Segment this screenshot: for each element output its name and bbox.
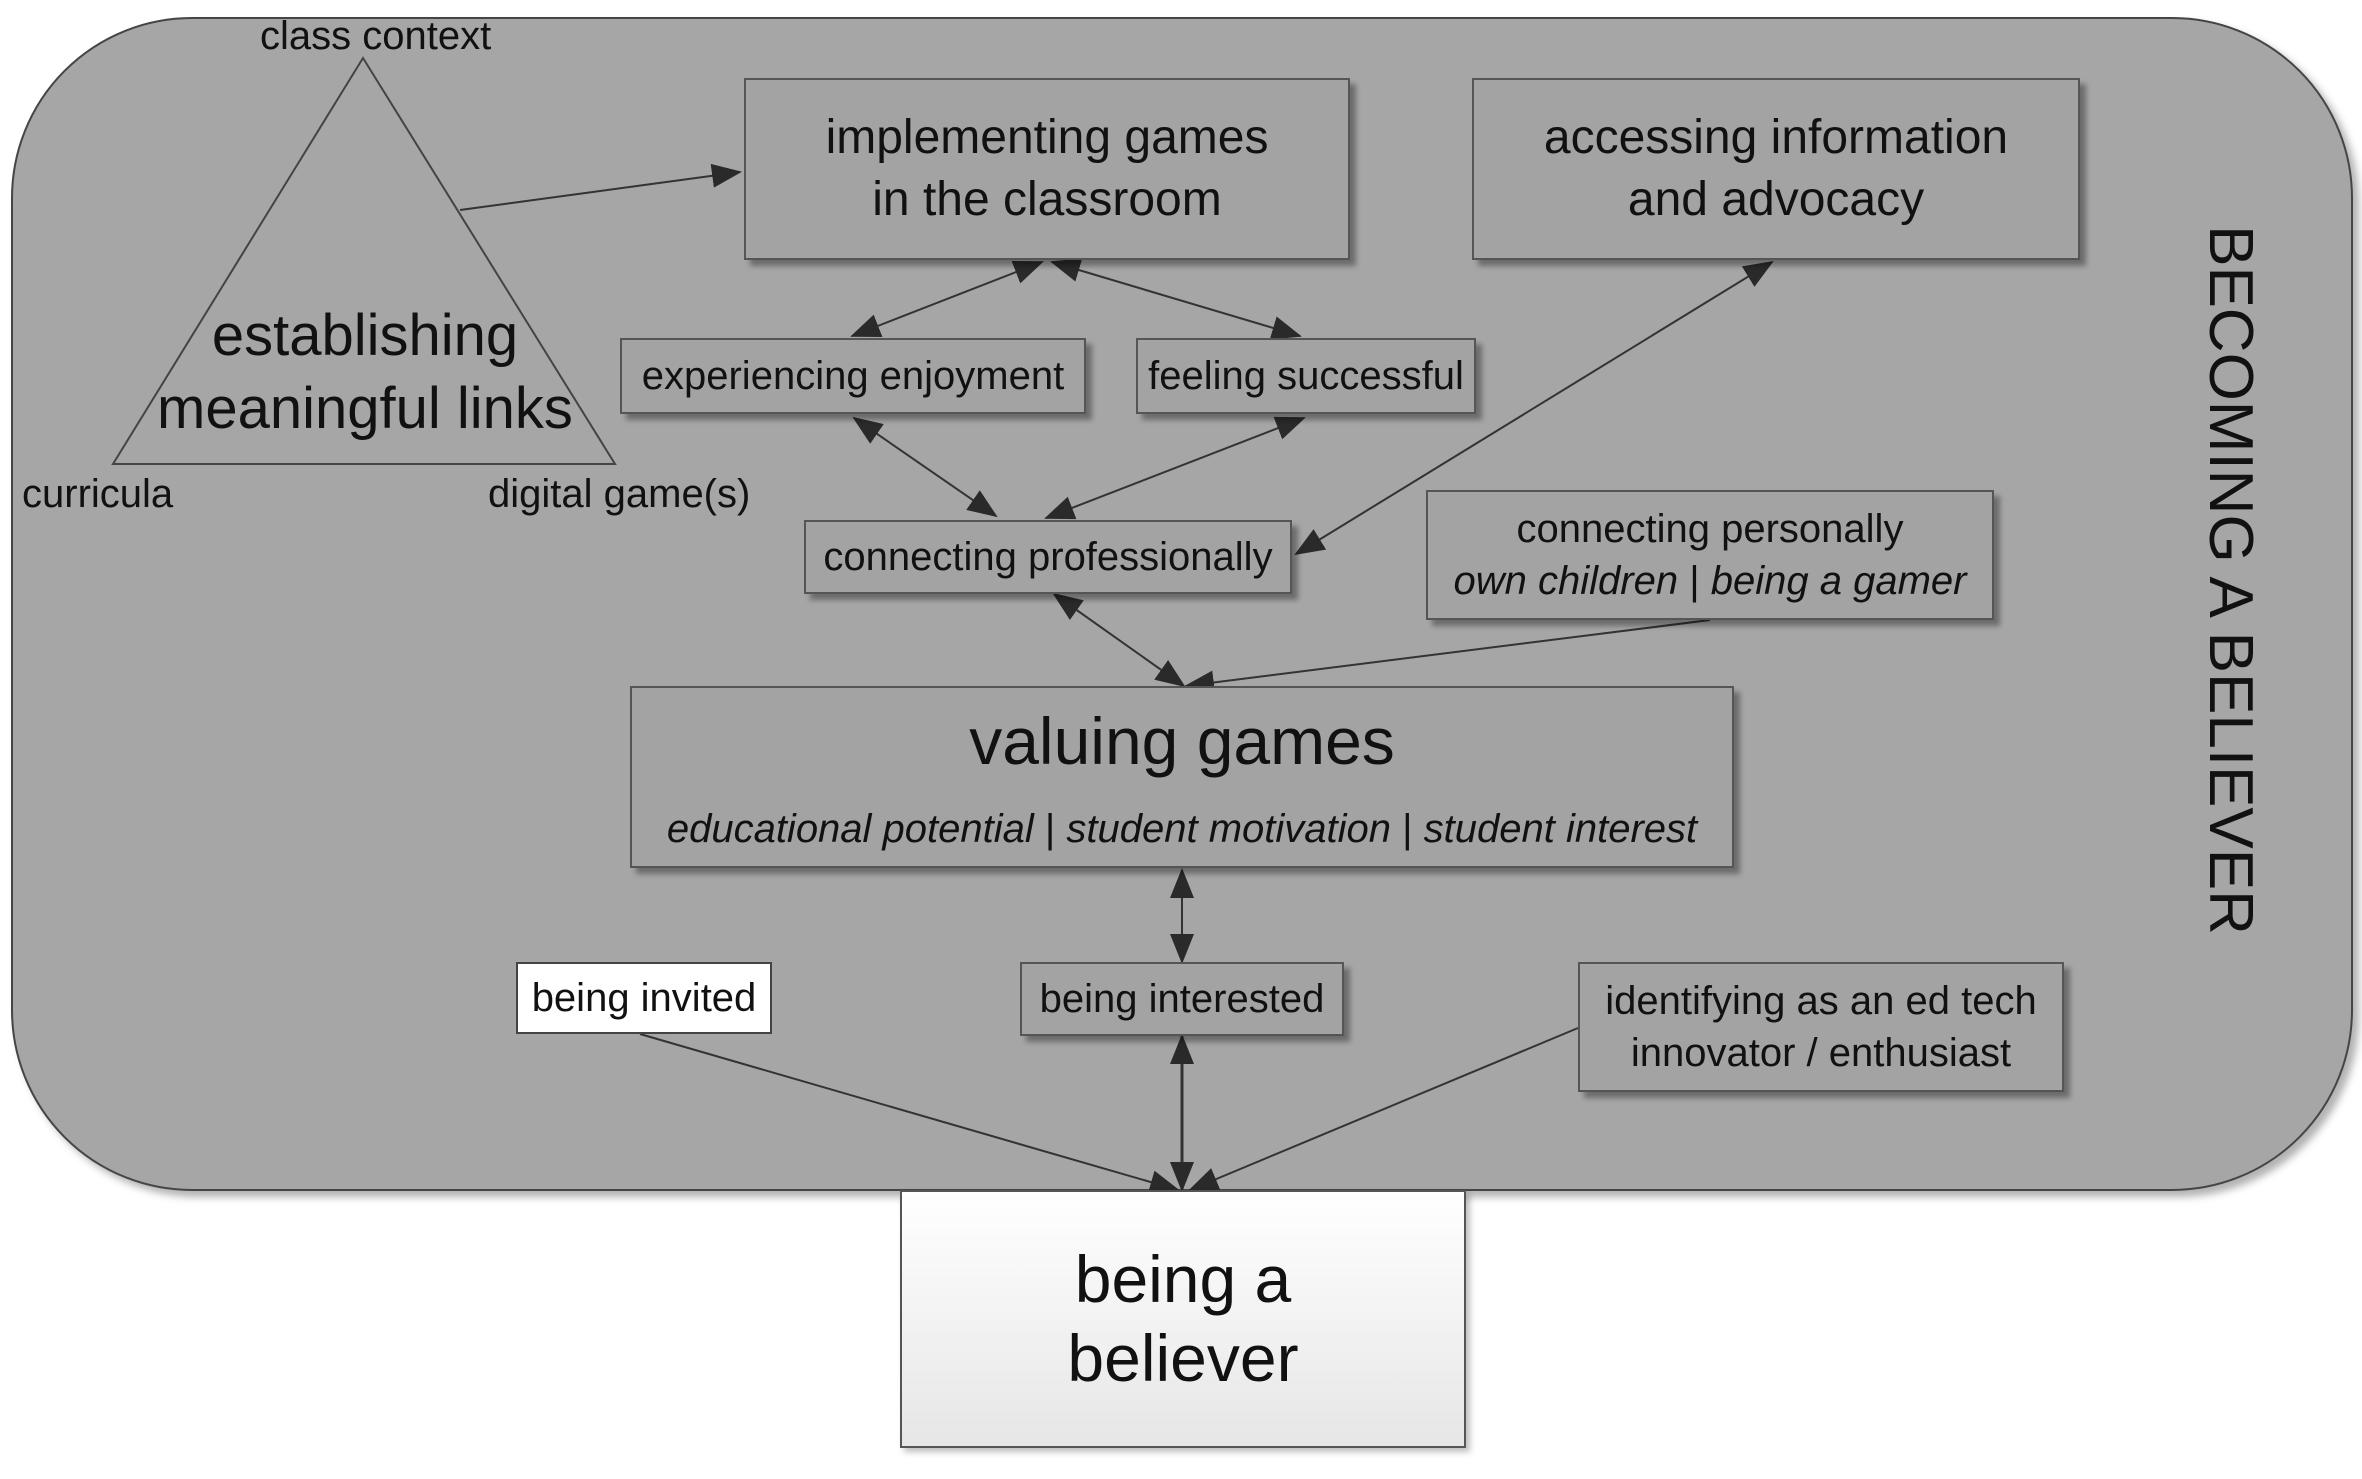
being-a-believer-box: being a believer <box>900 1190 1466 1448</box>
personally-sub-b: being a gamer <box>1710 559 1967 603</box>
innovator-line1: identifying as an ed tech <box>1605 979 2037 1023</box>
valuing-sub-c: student interest <box>1423 806 1698 851</box>
ed-tech-innovator-box: identifying as an ed tech innovator / en… <box>1578 962 2064 1092</box>
being-invited-box: being invited <box>516 962 772 1034</box>
valuing-sep2: | <box>1391 806 1424 851</box>
valuing-subline: educational potential | student motivati… <box>667 803 1697 855</box>
connecting-professionally-box: connecting professionally <box>804 520 1292 594</box>
successful-label: feeling successful <box>1148 354 1464 398</box>
personally-subline: own children | being a gamer <box>1454 555 1967 607</box>
valuing-sub-a: educational potential <box>666 806 1034 851</box>
connector-invited-believer <box>639 1033 1180 1194</box>
connector-personally-valuing <box>1184 619 1711 695</box>
personally-separator: | <box>1678 559 1711 603</box>
professionally-label: connecting professionally <box>823 535 1273 579</box>
connecting-personally-box: connecting personally own children | bei… <box>1426 490 1994 620</box>
feeling-successful-box: feeling successful <box>1136 338 1476 414</box>
enjoyment-label: experiencing enjoyment <box>641 354 1065 398</box>
valuing-sep1: | <box>1033 806 1067 851</box>
believer-line1: being a <box>1074 1241 1292 1316</box>
triangle-left-label: curricula <box>22 472 174 516</box>
connector-innovator-believer <box>1188 1027 1579 1191</box>
accessing-information-box: accessing information and advocacy <box>1472 78 2080 260</box>
meaningful-links-triangle <box>111 56 617 465</box>
invited-label: being invited <box>531 976 757 1020</box>
valuing-title: valuing games <box>969 704 1395 779</box>
connector-implementing-enjoyment <box>850 260 1044 338</box>
connector-successful-professionally <box>1044 416 1306 520</box>
triangle-main-line1: establishing <box>211 303 519 368</box>
valuing-games-box: valuing games educational potential | st… <box>630 686 1734 868</box>
innovator-line2: innovator / enthusiast <box>1630 1031 2012 1075</box>
connector-implementing-successful <box>1050 258 1302 340</box>
triangle-right-label: digital game(s) <box>488 472 751 516</box>
personally-line1: connecting personally <box>1516 507 1904 551</box>
triangle-top-label: class context <box>260 14 492 58</box>
triangle-main-line2: meaningful links <box>157 375 573 441</box>
implementing-games-box: implementing games in the classroom <box>744 78 1350 260</box>
triangle-main-label: establishing meaningful links <box>120 300 610 445</box>
connector-accessing-professionally <box>1294 260 1774 556</box>
interested-label: being interested <box>1039 977 1325 1021</box>
connector-triangle-to-implementing <box>459 163 742 211</box>
connector-professionally-valuing <box>1052 592 1186 688</box>
accessing-line2: and advocacy <box>1627 173 1925 226</box>
connector-enjoyment-professionally <box>852 416 998 518</box>
valuing-sub-b: student motivation <box>1066 806 1392 851</box>
personally-sub-a: own children <box>1453 559 1679 603</box>
implementing-line2: in the classroom <box>872 173 1222 226</box>
implementing-line1: implementing games <box>825 110 1269 164</box>
believer-line2: believer <box>1067 1321 1299 1395</box>
becoming-a-believer-title: BECOMING A BELIEVER <box>2196 225 2265 935</box>
accessing-line1: accessing information <box>1543 110 2009 164</box>
experiencing-enjoyment-box: experiencing enjoyment <box>620 338 1086 414</box>
being-interested-box: being interested <box>1020 962 1344 1036</box>
